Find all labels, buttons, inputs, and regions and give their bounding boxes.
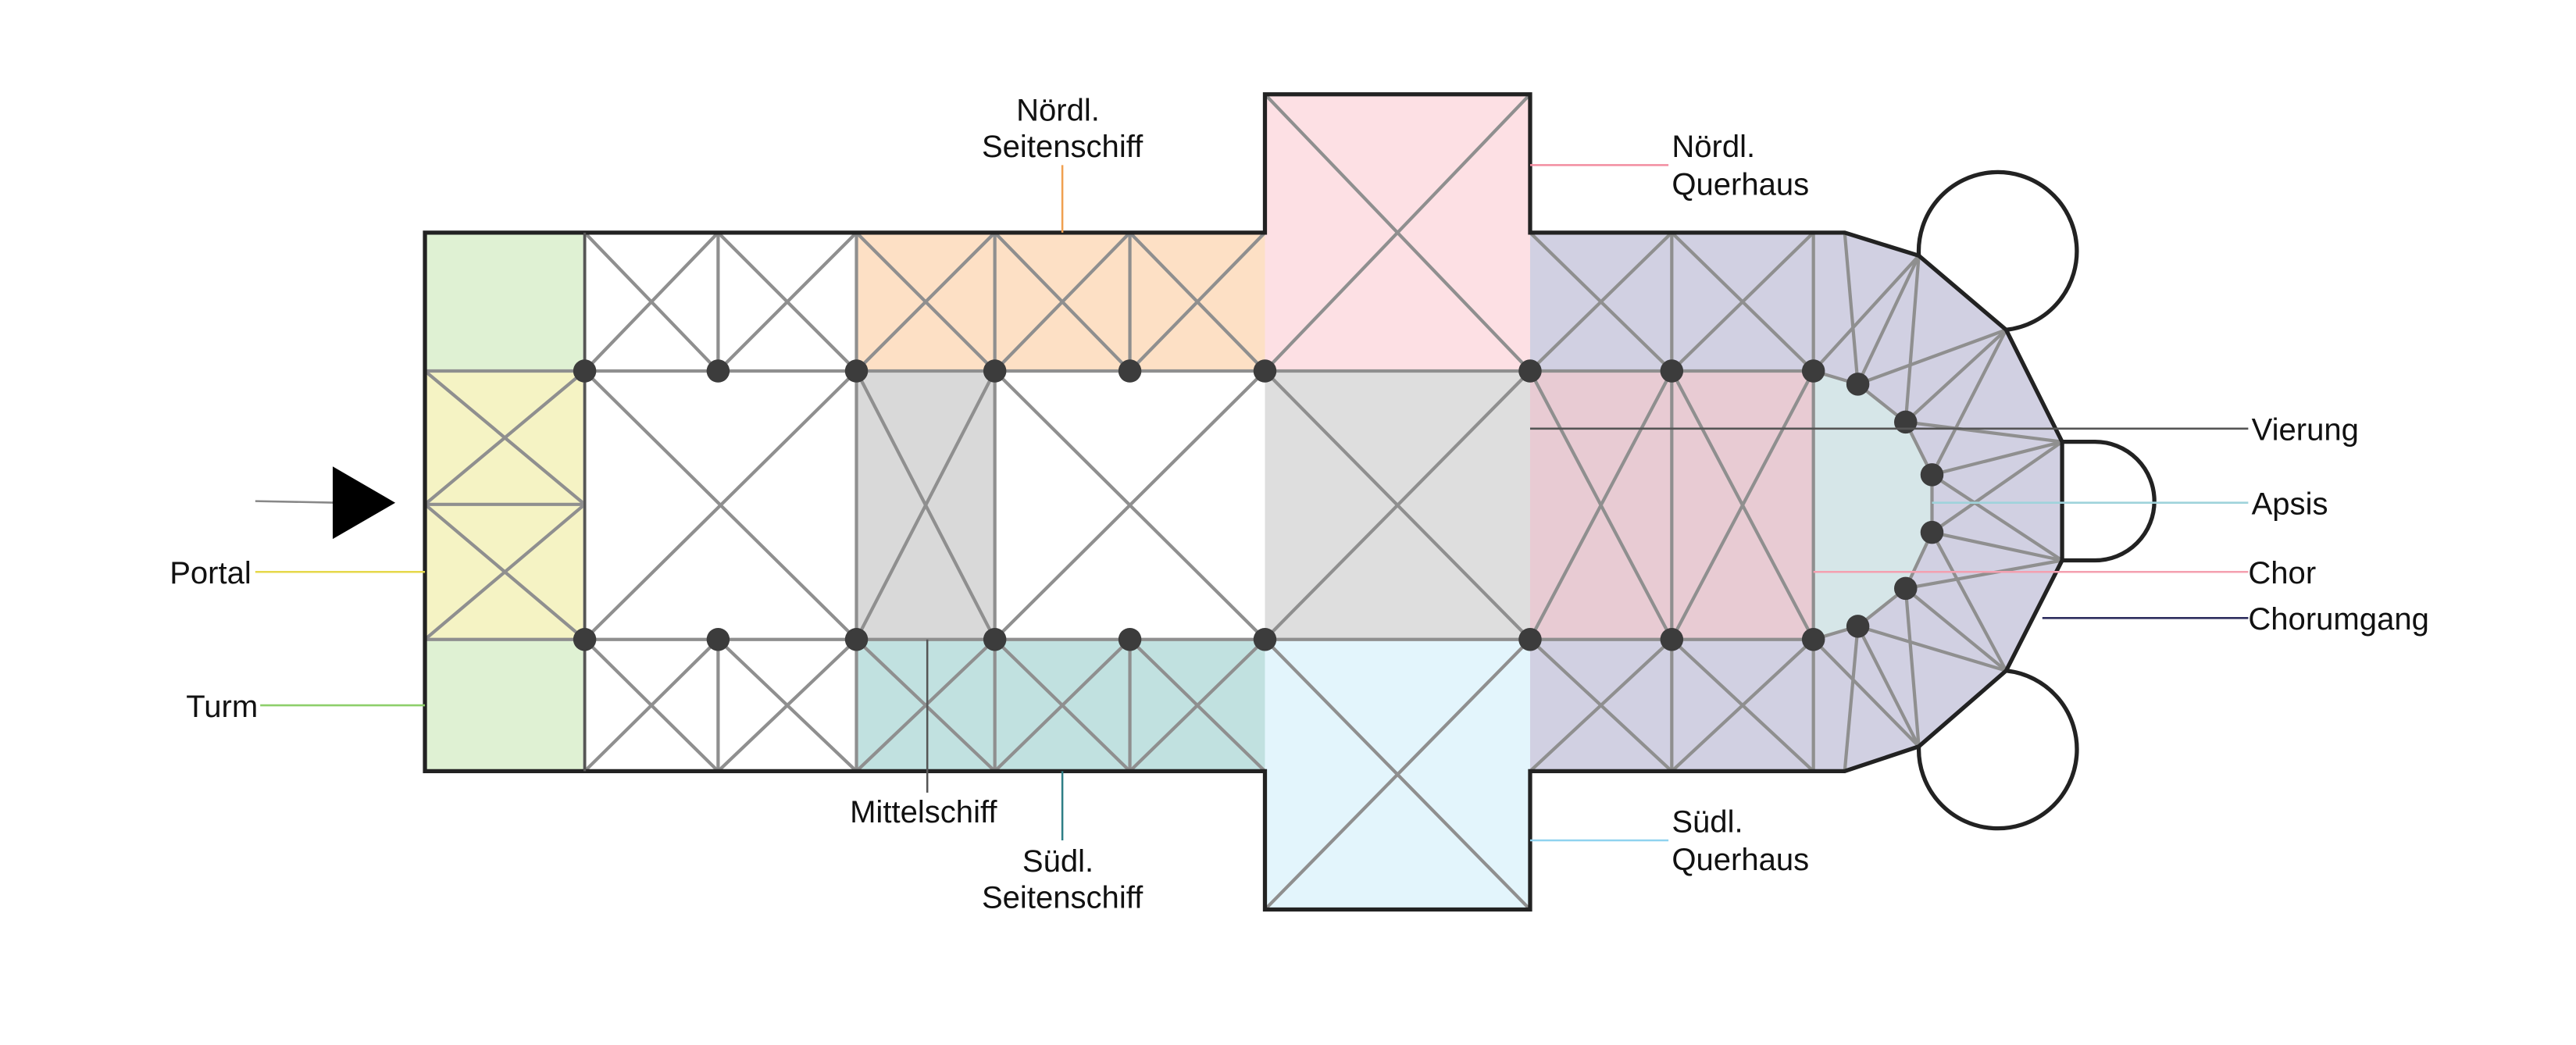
pillar	[983, 627, 1007, 651]
pillar	[1660, 359, 1684, 383]
pillar	[573, 627, 597, 651]
label-noerdl-seitenschiff: Nördl. Seitenschiff	[982, 93, 1144, 163]
pillar	[706, 627, 730, 651]
pillar	[1660, 627, 1684, 651]
pillar	[1894, 410, 1918, 434]
pillar	[1518, 627, 1542, 651]
label-suedl-querhaus: Südl. Querhaus	[1672, 804, 1809, 876]
zones	[425, 94, 2063, 910]
turm-north-zone	[425, 232, 585, 371]
pillar	[1801, 359, 1825, 383]
pillar	[844, 627, 869, 651]
leader-lines	[255, 164, 2249, 842]
pillar	[573, 359, 597, 383]
turm-south-zone	[425, 639, 585, 772]
labels: Portal Turm Nördl. Seitenschiff Mittelsc…	[169, 93, 2429, 915]
pillars	[573, 359, 1944, 651]
pillar	[1118, 627, 1142, 651]
pillar	[1920, 463, 1944, 487]
entrance-arrow-icon	[255, 466, 396, 540]
chapel-north	[1916, 169, 2079, 332]
label-noerdl-querhaus: Nördl. Querhaus	[1672, 130, 1809, 202]
label-apsis: Apsis	[2252, 487, 2328, 521]
pillar	[1253, 627, 1277, 651]
label-turm: Turm	[186, 690, 258, 724]
pillar	[1920, 520, 1944, 544]
label-chor: Chor	[2248, 556, 2316, 590]
vault-ribs	[423, 93, 2064, 911]
label-mittelschiff: Mittelschiff	[850, 795, 997, 829]
pillar	[1253, 359, 1277, 383]
label-vierung: Vierung	[2252, 413, 2359, 448]
chapel-south	[1916, 669, 2079, 831]
label-suedl-seitenschiff: Südl. Seitenschiff	[982, 844, 1144, 915]
label-portal: Portal	[169, 556, 252, 590]
pillar	[1518, 359, 1542, 383]
chapel-east	[2062, 440, 2157, 563]
pillar	[706, 359, 730, 383]
pillar	[1894, 576, 1918, 601]
outer-walls	[423, 92, 2157, 912]
pillar	[983, 359, 1007, 383]
pillar	[1118, 359, 1142, 383]
pillar	[1801, 627, 1825, 651]
pillar	[1846, 373, 1870, 396]
pillar	[844, 359, 869, 383]
pillar	[1846, 615, 1870, 638]
label-chorumgang: Chorumgang	[2248, 602, 2429, 637]
